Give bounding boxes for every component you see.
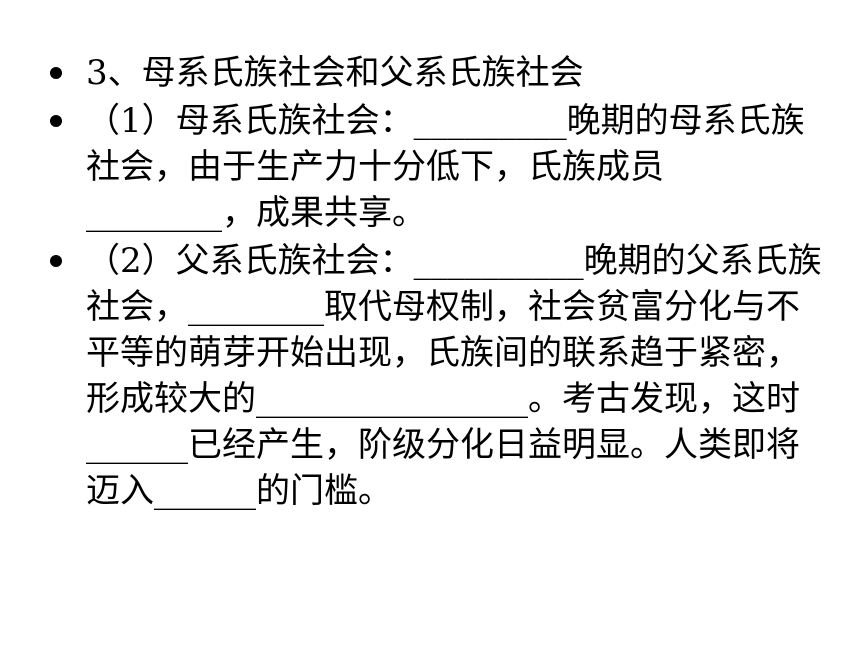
bullet-text: 3、母系氏族社会和父系氏族社会 xyxy=(86,53,584,93)
bullet-list: 3、母系氏族社会和父系氏族社会 （1）母系氏族社会：_________晚期的母系… xyxy=(46,50,826,516)
bullet-text: （2）父系氏族社会：__________晚期的父系氏族社会，________取代… xyxy=(86,241,822,511)
bullet-dot-icon xyxy=(50,115,62,127)
bullet-item-matrilineal: （1）母系氏族社会：_________晚期的母系氏族社会，由于生产力十分低下，氏… xyxy=(46,98,826,236)
bullet-item-patrilineal: （2）父系氏族社会：__________晚期的父系氏族社会，________取代… xyxy=(46,238,826,514)
bullet-item-title: 3、母系氏族社会和父系氏族社会 xyxy=(46,50,826,96)
bullet-text: （1）母系氏族社会：_________晚期的母系氏族社会，由于生产力十分低下，氏… xyxy=(86,101,805,233)
bullet-dot-icon xyxy=(50,255,62,267)
bullet-dot-icon xyxy=(50,67,62,79)
